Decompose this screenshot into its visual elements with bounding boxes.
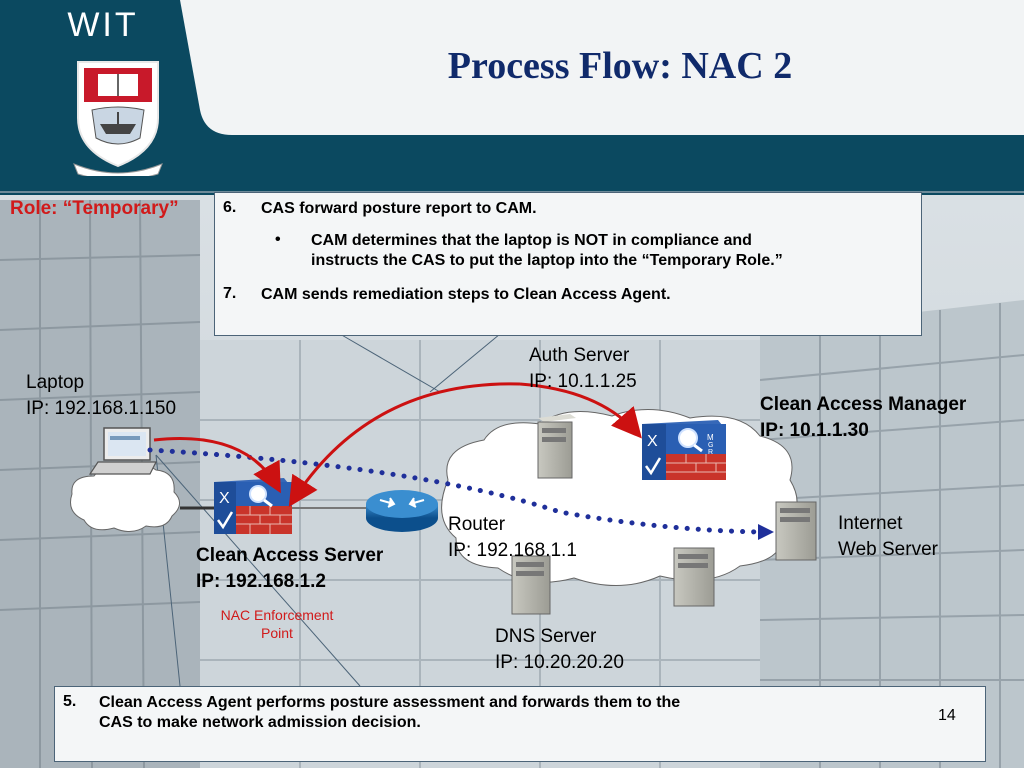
cam-appliance-icon: X M G R <box>642 420 726 480</box>
svg-text:X: X <box>647 433 658 450</box>
step-5-number: 5. <box>63 693 77 710</box>
step-7-number: 7. <box>223 285 237 302</box>
internet-label: Internet <box>838 513 903 534</box>
svg-text:R: R <box>708 449 713 456</box>
dotted-traffic-path <box>147 447 763 535</box>
cam-label: Clean Access Manager <box>760 394 967 415</box>
server-icon <box>511 555 551 615</box>
dotted-path-arrowhead <box>758 524 774 540</box>
nac-enforcement-line2: Point <box>261 625 293 641</box>
web-server-label: Web Server <box>838 539 938 560</box>
laptop-ip: IP: 192.168.1.150 <box>26 398 177 419</box>
header-bar <box>0 0 1024 195</box>
router-ip: IP: 192.168.1.1 <box>448 540 577 561</box>
page-number: 14 <box>938 707 956 724</box>
arrow-cas-to-cam <box>519 382 642 439</box>
svg-text:G: G <box>708 442 713 449</box>
svg-text:X: X <box>219 490 230 507</box>
svg-text:M: M <box>707 433 714 442</box>
auth-server-ip: IP: 10.1.1.25 <box>529 371 637 392</box>
dns-server-label: DNS Server <box>495 626 597 647</box>
step-6-text: CAS forward posture report to CAM. <box>261 200 537 217</box>
cas-appliance-icon: X <box>214 478 292 534</box>
step-6-detail-line2: instructs the CAS to put the laptop into… <box>311 252 783 269</box>
router-label: Router <box>448 514 506 535</box>
callout-steps-6-7: 6. CAS forward posture report to CAM. • … <box>214 192 922 336</box>
cas-label: Clean Access Server <box>196 545 384 566</box>
step-6-number: 6. <box>223 199 237 216</box>
cam-ip: IP: 10.1.1.30 <box>760 420 869 441</box>
nac-enforcement-line1: NAC Enforcement <box>220 607 334 623</box>
logo-text: WIT <box>67 6 139 44</box>
arrow-cam-to-cas <box>288 382 521 508</box>
nac-enforcement-label: NAC Enforcement Point <box>200 606 354 642</box>
wit-crest-icon <box>73 61 163 176</box>
step-6-bullet: • <box>275 231 281 248</box>
slide-title: Process Flow: NAC 2 <box>447 45 793 87</box>
auth-server-label: Auth Server <box>529 345 630 366</box>
laptop-label: Laptop <box>26 372 85 393</box>
server-icon <box>775 501 817 561</box>
step-7-text: CAM sends remediation steps to Clean Acc… <box>261 286 671 303</box>
router-icon <box>366 490 438 532</box>
laptop-icon <box>88 427 157 475</box>
server-icon <box>537 414 576 479</box>
dns-server-ip: IP: 10.20.20.20 <box>495 652 624 673</box>
step-5-text-line2: CAS to make network admission decision. <box>99 714 421 731</box>
role-label: Role: “Temporary” <box>10 198 179 219</box>
server-icon <box>673 547 715 607</box>
step-6-detail-line1: CAM determines that the laptop is NOT in… <box>311 232 752 249</box>
cas-ip: IP: 192.168.1.2 <box>196 571 326 592</box>
callout-step-5: 5. Clean Access Agent performs posture a… <box>54 686 986 762</box>
step-5-text-line1: Clean Access Agent performs posture asse… <box>99 694 681 711</box>
arrow-laptop-to-cas <box>153 437 281 494</box>
